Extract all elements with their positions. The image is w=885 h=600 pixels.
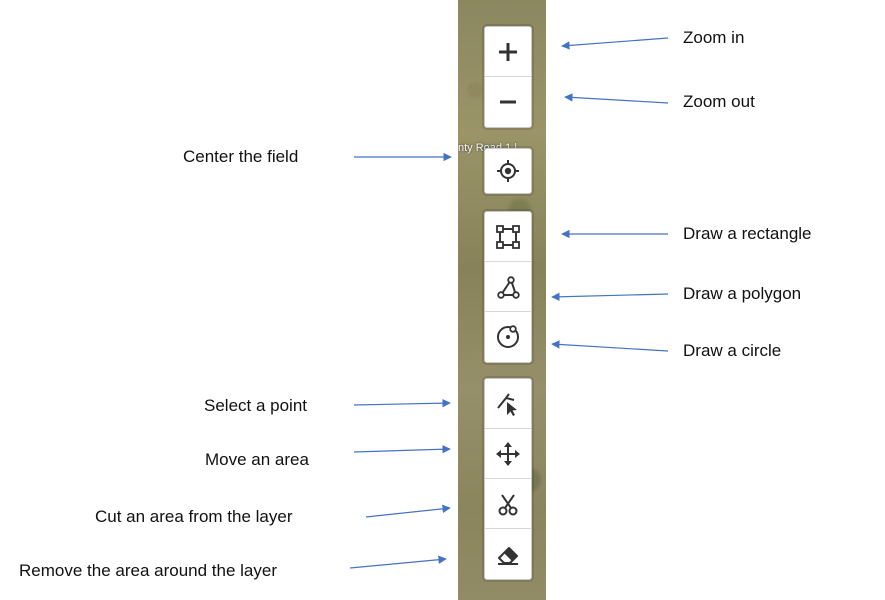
scissors-icon	[498, 493, 518, 515]
center-field-button[interactable]	[485, 149, 531, 193]
cut-area-button[interactable]	[485, 479, 531, 529]
polygon-icon	[497, 275, 520, 299]
label-move-area: Move an area	[205, 450, 309, 469]
draw-control-group	[484, 211, 532, 363]
arrow-zoom-out	[564, 93, 669, 104]
plus-icon	[499, 42, 517, 61]
label-select-point: Select a point	[204, 396, 308, 415]
eraser-icon	[498, 547, 518, 565]
select-point-icon	[497, 392, 517, 416]
remove-area-button[interactable]	[485, 529, 531, 579]
zoom-control-group	[484, 26, 532, 128]
arrow-select-point	[353, 398, 451, 408]
label-cut-area: Cut an area from the layer	[95, 507, 293, 526]
draw-polygon-button[interactable]	[485, 262, 531, 312]
crosshair-icon	[497, 160, 519, 182]
arrow-zoom-in	[561, 37, 669, 50]
select-point-button[interactable]	[485, 379, 531, 429]
zoom-out-button[interactable]	[485, 77, 531, 127]
zoom-in-button[interactable]	[485, 27, 531, 77]
move-icon	[496, 441, 520, 466]
label-draw-rectangle: Draw a rectangle	[683, 224, 812, 243]
label-remove-area: Remove the area around the layer	[19, 561, 277, 580]
arrow-polygon	[551, 292, 669, 302]
arrow-circle	[551, 340, 669, 352]
circle-icon	[497, 325, 519, 348]
arrow-move-area	[353, 445, 451, 454]
label-zoom-out: Zoom out	[683, 92, 755, 111]
label-zoom-in: Zoom in	[683, 28, 745, 47]
edit-control-group	[484, 378, 532, 580]
arrow-remove-area	[349, 555, 447, 569]
label-center-field: Center the field	[183, 147, 299, 166]
label-draw-circle: Draw a circle	[683, 341, 782, 360]
draw-rectangle-button[interactable]	[485, 212, 531, 262]
move-area-button[interactable]	[485, 429, 531, 479]
center-control-group	[484, 148, 532, 194]
arrow-cut-area	[365, 504, 451, 518]
label-draw-polygon: Draw a polygon	[683, 284, 802, 303]
rectangle-icon	[496, 224, 520, 249]
minus-icon	[500, 100, 516, 104]
draw-circle-button[interactable]	[485, 312, 531, 362]
